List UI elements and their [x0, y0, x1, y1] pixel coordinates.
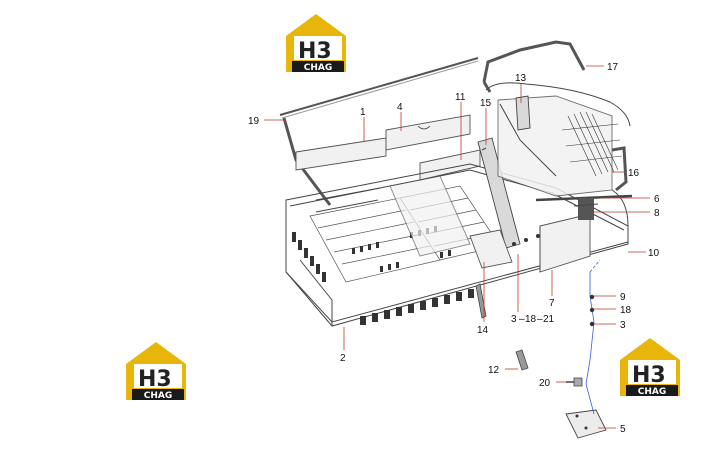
part-14-pin — [475, 283, 487, 319]
part-19-rod — [279, 57, 479, 116]
part-11-panel — [419, 149, 481, 181]
callout-21: 21 — [543, 314, 555, 325]
callout-2: 2 — [340, 353, 346, 364]
logo-top-mark: H3 — [298, 39, 332, 64]
part-16-handle — [611, 146, 628, 192]
logo-right: H3 CHAG — [620, 338, 680, 397]
logo-left-mark: H3 — [138, 367, 172, 392]
part-4-panel — [385, 114, 471, 151]
callout-3-b: 3 — [620, 320, 626, 331]
callout-12: 12 — [488, 365, 500, 376]
basket-assembly — [279, 40, 633, 327]
callout-labels: 19 1 4 11 15 13 17 16 6 8 10 7 2 14 3 – … — [248, 62, 660, 435]
part-14-plate — [469, 229, 513, 269]
callout-19: 19 — [248, 116, 260, 127]
callout-15: 15 — [480, 98, 492, 109]
logo-top: H3 CHAG — [286, 14, 346, 73]
part-12-pin — [515, 349, 529, 371]
svg-text:–: – — [537, 314, 543, 325]
callout-18-b: 18 — [620, 305, 632, 316]
callout-3-a: 3 — [511, 314, 517, 325]
tub-side-slots — [292, 232, 326, 282]
callout-6: 6 — [654, 194, 660, 205]
callout-18-a: 18 — [525, 314, 537, 325]
callout-7: 7 — [549, 298, 555, 309]
part-5-plate — [565, 409, 607, 439]
callout-9: 9 — [620, 292, 626, 303]
callout-8: 8 — [654, 208, 660, 219]
part-8-clamp — [578, 198, 594, 220]
logo-top-caption: CHAG — [304, 63, 333, 73]
part-7-block — [539, 213, 591, 273]
callout-20: 20 — [539, 378, 551, 389]
callout-1: 1 — [360, 107, 366, 118]
part-13-tab — [515, 95, 531, 131]
tub-front-slots — [360, 289, 474, 325]
part-17-handle — [482, 40, 586, 83]
basket-mesh — [561, 111, 623, 177]
callout-11: 11 — [455, 92, 466, 103]
part-1-panel — [295, 137, 387, 171]
svg-text:–: – — [519, 314, 525, 325]
callout-14: 14 — [477, 325, 489, 336]
part-divider — [389, 175, 471, 257]
callout-4: 4 — [397, 102, 403, 113]
callout-10: 10 — [648, 248, 660, 259]
logo-left-caption: CHAG — [144, 391, 173, 401]
callout-16: 16 — [628, 168, 640, 179]
logo-right-mark: H3 — [632, 363, 666, 388]
callout-13: 13 — [515, 73, 527, 84]
part-15-bracket — [477, 137, 521, 249]
assembly-links — [585, 259, 601, 415]
callout-5: 5 — [620, 424, 626, 435]
part-20-bolt — [573, 377, 583, 387]
logo-right-caption: CHAG — [638, 387, 667, 397]
callout-leaders — [264, 65, 650, 429]
logo-left: H3 CHAG — [126, 342, 186, 401]
part-13-back-wall — [497, 95, 613, 197]
callout-17: 17 — [607, 62, 619, 73]
